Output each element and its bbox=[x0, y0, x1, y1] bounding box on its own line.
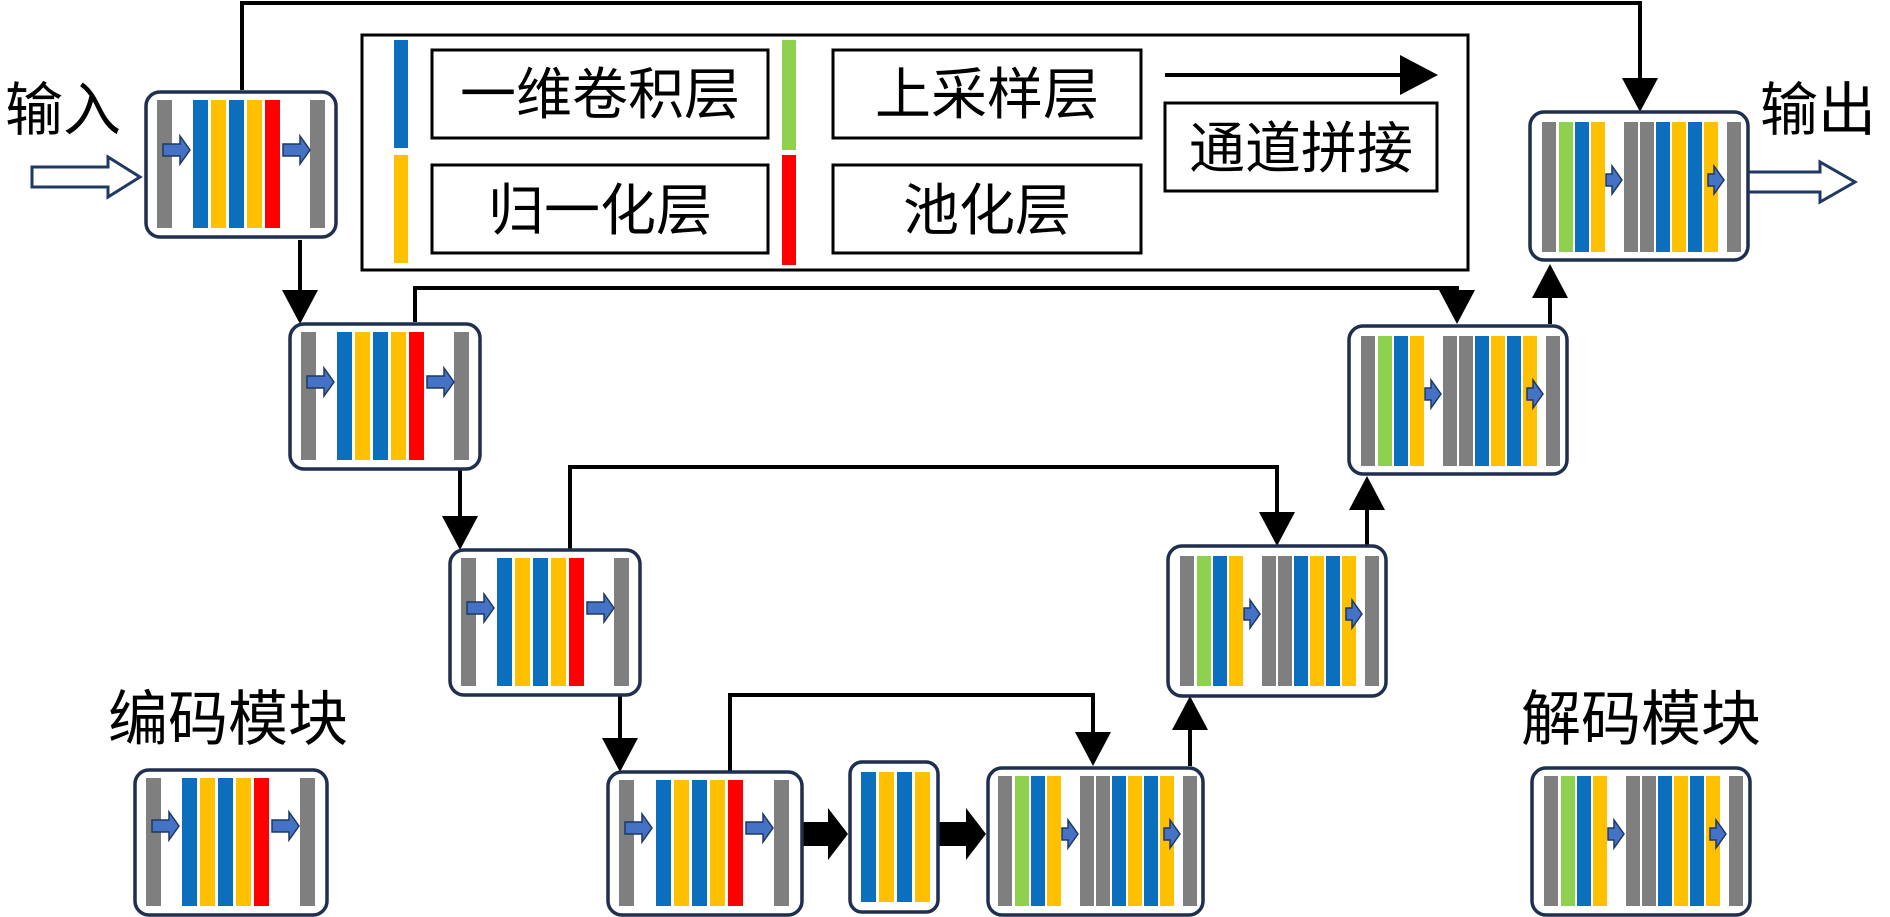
legend-upsample-swatch bbox=[782, 40, 796, 150]
output-label: 输出 bbox=[1760, 76, 1876, 144]
decoder-block-2 bbox=[1166, 544, 1388, 698]
decoder-block-4 bbox=[1528, 110, 1750, 262]
bottleneck-arrows bbox=[800, 808, 986, 860]
skip-arrowheads bbox=[1075, 78, 1658, 766]
legend-upsample-label: 上采样层 bbox=[875, 63, 1099, 128]
decoder-block-3 bbox=[1347, 324, 1569, 476]
legend-norm-swatch bbox=[394, 155, 408, 263]
encoder-title: 编码模块 bbox=[108, 685, 348, 755]
encoder-block-4 bbox=[606, 770, 804, 917]
legend-conv1d-label: 一维卷积层 bbox=[460, 63, 740, 128]
input-label: 输入 bbox=[5, 76, 121, 144]
legend-pool-swatch bbox=[782, 155, 796, 265]
up-arrows bbox=[1172, 264, 1568, 766]
decoder-example-block bbox=[1530, 766, 1752, 917]
legend-pool-label: 池化层 bbox=[903, 179, 1071, 244]
skip-connections bbox=[240, 1, 1642, 771]
encoder-block-3 bbox=[448, 548, 642, 697]
encoder-block-1 bbox=[144, 90, 338, 239]
legend-conv-swatch bbox=[394, 40, 408, 148]
encoder-example-block bbox=[133, 768, 329, 917]
bottleneck-block bbox=[848, 760, 940, 914]
decoder-block-1 bbox=[986, 766, 1205, 917]
legend-concat-label: 通道拼接 bbox=[1189, 117, 1413, 182]
legend: 一维卷积层 归一化层 上采样层 池化层 通道拼接 bbox=[360, 33, 1470, 272]
encoder-block-2 bbox=[288, 322, 482, 471]
decoder-title: 解码模块 bbox=[1521, 685, 1761, 755]
down-arrows bbox=[282, 240, 638, 772]
legend-norm-label: 归一化层 bbox=[488, 179, 712, 244]
input-arrow bbox=[30, 154, 143, 200]
output-arrow bbox=[1746, 159, 1859, 205]
